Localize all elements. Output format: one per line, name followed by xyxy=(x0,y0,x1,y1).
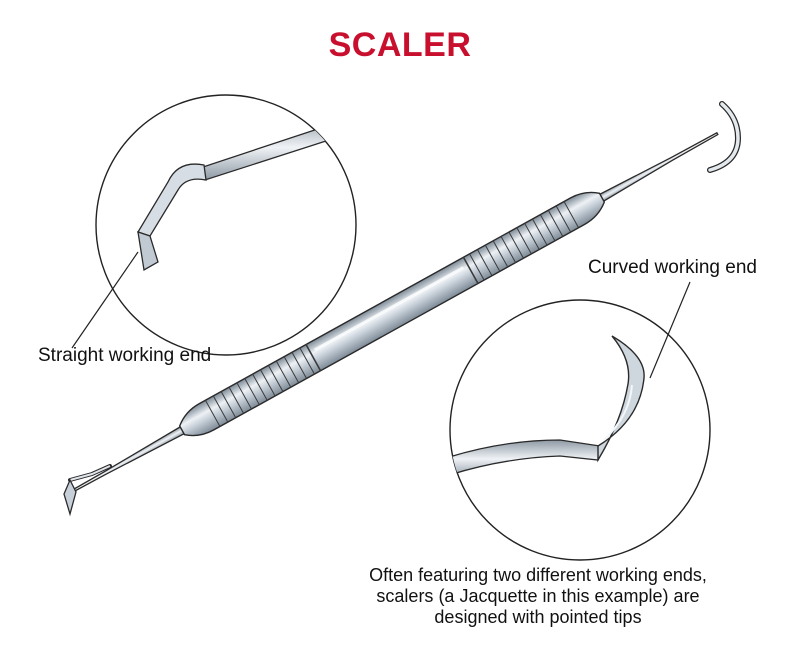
caption-line: designed with pointed tips xyxy=(434,607,642,627)
straight-end-magnified xyxy=(95,94,357,356)
caption-line: scalers (a Jacquette in this example) ar… xyxy=(376,586,700,606)
curved-end-magnified xyxy=(449,299,711,561)
straight-tip-point xyxy=(63,478,77,517)
left-grip xyxy=(204,344,322,427)
diagram-title: SCALER xyxy=(328,26,472,64)
right-shank xyxy=(597,131,719,205)
straight-working-end-label: Straight working end xyxy=(38,345,212,366)
curved-working-end-label: Curved working end xyxy=(588,257,757,278)
curved-leader-line xyxy=(649,281,691,379)
scaler-instrument xyxy=(67,131,719,496)
instrument-handle xyxy=(178,191,606,437)
description-caption: Often featuring two different working en… xyxy=(350,565,726,628)
caption-line: Often featuring two different working en… xyxy=(369,565,707,585)
straight-leader-line xyxy=(71,251,139,349)
left-shank xyxy=(67,425,189,496)
right-grip xyxy=(462,201,580,284)
